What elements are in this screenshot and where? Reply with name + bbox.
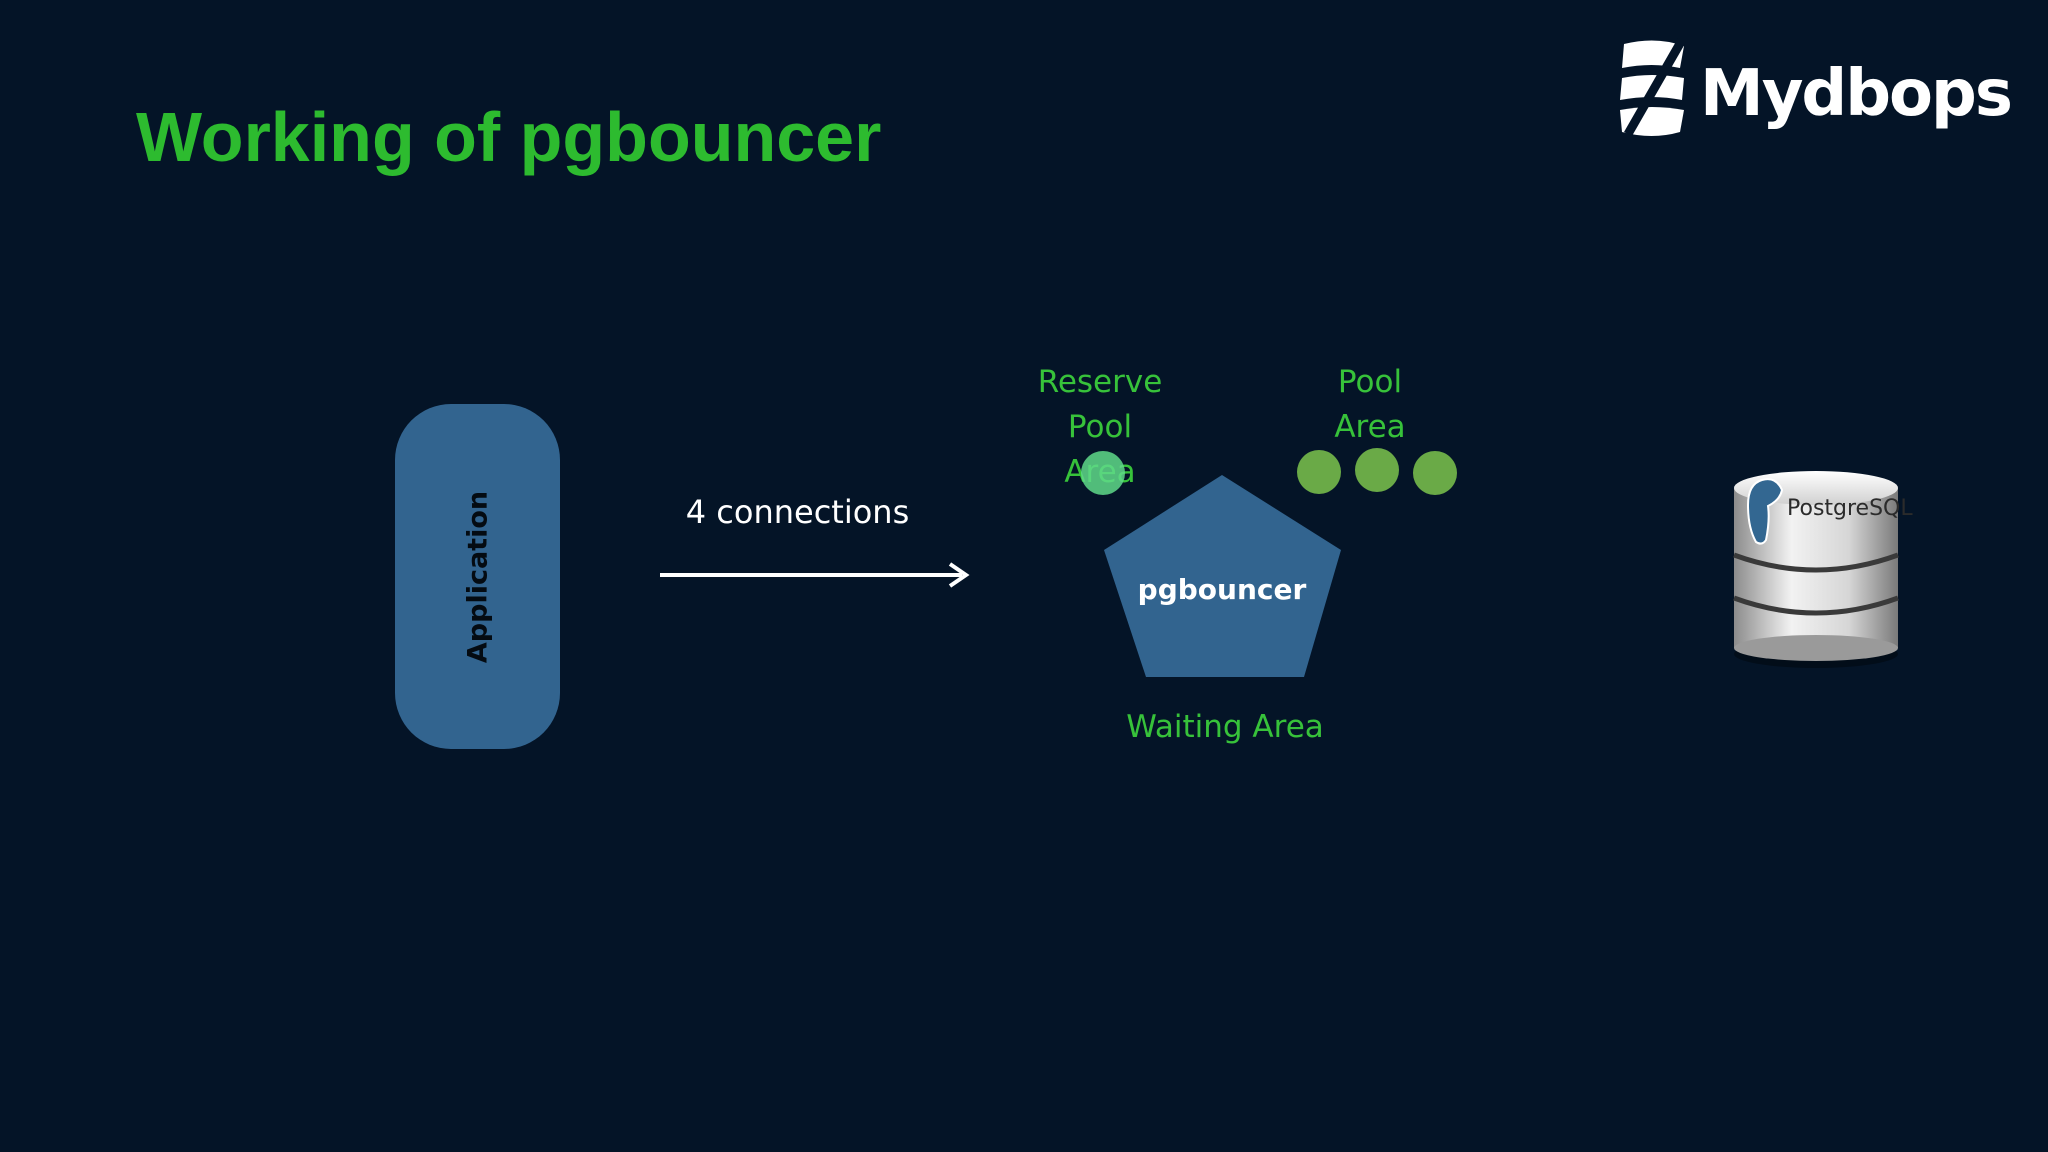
pool-area-label-line: Pool xyxy=(1337,364,1403,400)
pool-area-label-line: Area xyxy=(1334,409,1406,445)
pool-area-label: Pool Area xyxy=(1280,360,1460,450)
reserve-pool-label-line: Reserve xyxy=(1037,364,1163,400)
brand-name: Mydbops xyxy=(1700,57,2013,131)
database-label: PostgreSQL xyxy=(1787,496,1913,521)
mydbops-logo-icon xyxy=(1620,38,1686,136)
brand-logo: Mydbops xyxy=(1616,36,2013,146)
application-node: Application xyxy=(395,404,560,749)
reserve-pool-label-line: Pool xyxy=(1067,409,1133,445)
connection-arrow xyxy=(660,562,970,588)
pgbouncer-label: pgbouncer xyxy=(1137,573,1307,606)
pool-connection-dot xyxy=(1355,448,1399,492)
reserve-pool-label: Reserve Pool Area xyxy=(1010,360,1190,495)
pool-connection-dot xyxy=(1297,450,1341,494)
waiting-area-label: Waiting Area xyxy=(1126,709,1324,745)
pool-connection-dot xyxy=(1413,451,1457,495)
reserve-connection-dot xyxy=(1081,451,1125,495)
pgbouncer-node xyxy=(1104,475,1341,677)
page-title: Working of pgbouncer xyxy=(136,98,882,176)
connections-label: 4 connections xyxy=(685,493,910,531)
